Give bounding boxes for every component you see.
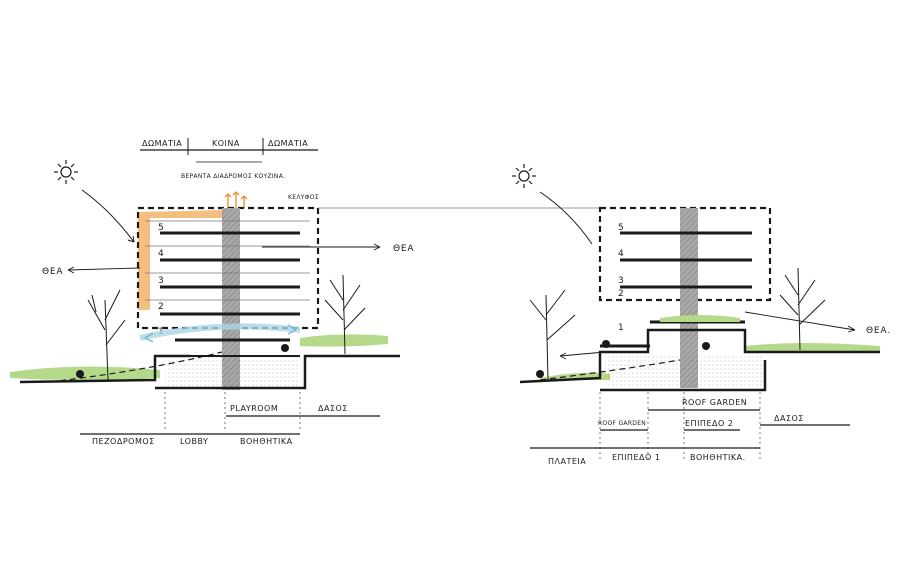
ground-line	[19, 354, 190, 384]
tree-icon	[87, 289, 126, 381]
person-icon	[76, 370, 84, 378]
label-forest: ΔΑΣΟΣ	[774, 414, 804, 423]
corner-label: ΚΕΛΥΦΟΣ	[288, 194, 319, 201]
ground-line	[519, 328, 880, 384]
label-sidewalk: ΠΕΖΟΔΡΟΜΟΣ	[92, 437, 155, 446]
top-label-common: ΚΟΙΝΑ	[212, 139, 240, 148]
label-roof-garden-top: ROOF GARDEN	[682, 398, 747, 407]
floor-number-4: 4	[158, 249, 164, 259]
person-icon	[536, 370, 544, 378]
floor-number-3: 3	[158, 276, 164, 286]
label-auxiliary: ΒΟΗΘΗΤΙΚΑ.	[690, 453, 746, 462]
label-forest: ΔΑΣΟΣ	[318, 404, 348, 413]
view-label-left: ΘΕΑ	[42, 267, 63, 277]
green-ground-left	[10, 366, 160, 380]
floor-slabs	[160, 231, 300, 342]
tree-icon	[324, 274, 366, 355]
label-level-2: ΕΠΙΠΕΔΟ 2	[685, 419, 733, 428]
right-section: 5 4 3 2 1 ΘΕΑ.	[512, 164, 891, 466]
sun-icon	[54, 160, 78, 184]
top-label-rooms-left: ΔΩΜΑΤΙΑ	[142, 139, 182, 148]
label-square: ΠΛΑΤΕΙΑ	[548, 457, 586, 466]
airflow	[139, 323, 301, 341]
view-label-right: ΘΕΑ	[393, 244, 414, 254]
heat-arrows	[224, 191, 248, 208]
green-ground-right	[300, 334, 388, 347]
top-label-rooms-right: ΔΩΜΑΤΙΑ	[268, 139, 308, 148]
person-icon	[702, 342, 710, 350]
label-playroom: PLAYROOM	[230, 404, 278, 413]
floor-number-5: 5	[618, 223, 624, 233]
tree-icon	[529, 289, 576, 381]
person-icon	[281, 344, 289, 352]
label-lobby: LOBBY	[180, 437, 208, 446]
sub-label: ΒΕΡΑΝΤΑ ΔΙΑΔΡΟΜΟΣ ΚΟΥΖΙΝΑ.	[181, 173, 285, 180]
floor-number-3: 3	[618, 276, 624, 286]
left-section: ΔΩΜΑΤΙΑ ΚΟΙΝΑ ΔΩΜΑΤΙΑ ΒΕΡΑΝΤΑ ΔΙΑΔΡΟΜΟΣ …	[10, 138, 414, 446]
floor-number-4: 4	[618, 249, 624, 259]
person-icon	[602, 340, 610, 348]
floor-number-2: 2	[618, 289, 624, 299]
view-label-right: ΘΕΑ.	[866, 326, 891, 336]
tree-icon	[779, 267, 826, 351]
green-ground-right	[745, 343, 880, 352]
sun-icon	[512, 164, 536, 188]
label-auxiliary: ΒΟΗΘΗΤΙΚΑ	[240, 437, 293, 446]
label-level-1: ΕΠΙΠΕΔΟ 1	[612, 453, 660, 462]
floor-number-1: 1	[618, 323, 624, 333]
floor-number-2: 2	[158, 302, 164, 312]
label-roof-garden: ROOF GARDEN	[598, 420, 646, 427]
floor-number-5: 5	[158, 223, 164, 233]
